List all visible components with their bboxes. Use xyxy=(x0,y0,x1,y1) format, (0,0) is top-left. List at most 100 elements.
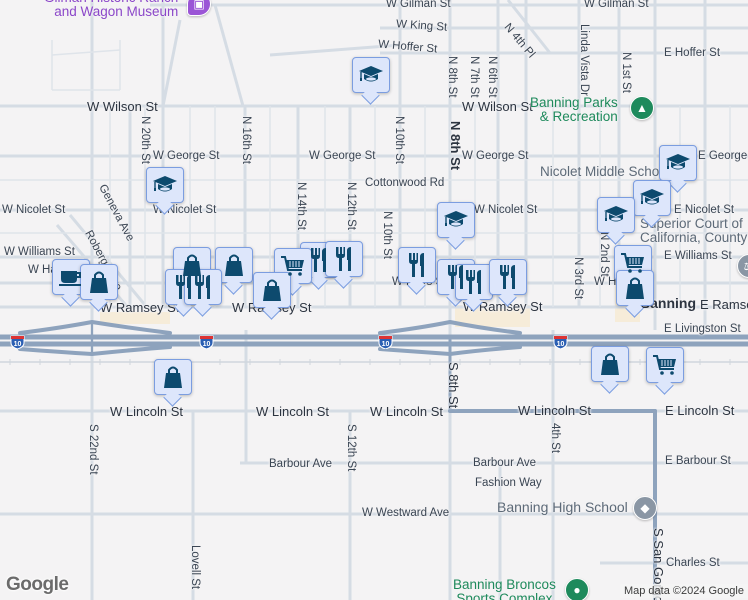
fork-knife-icon xyxy=(174,274,194,300)
graduation-cap-icon xyxy=(639,187,665,209)
street-label: S 22nd St xyxy=(87,424,99,475)
map-marker-school[interactable] xyxy=(633,180,671,216)
street-label: E George St xyxy=(698,150,748,162)
shopping-cart-icon xyxy=(620,252,646,274)
place-gilman-ranch-museum[interactable]: Gilman Historic Ranch and Wagon Museum xyxy=(44,0,179,20)
shopping-cart-icon xyxy=(280,255,306,277)
map-attribution[interactable]: Map data ©2024 Google xyxy=(619,584,748,598)
map-marker-shopping[interactable] xyxy=(253,272,291,308)
street-label: E Barbour St xyxy=(665,455,731,467)
street-label: W Gilman St xyxy=(386,0,451,10)
street-label: W George St xyxy=(309,150,376,162)
street-label: W Gilman St xyxy=(584,0,649,10)
shopping-cart-icon xyxy=(652,354,678,376)
street-label: W George St xyxy=(153,150,220,162)
map-marker-shopping[interactable] xyxy=(80,264,118,300)
street-label: E Hoffer St xyxy=(664,47,721,59)
map-marker-shopping[interactable] xyxy=(591,346,629,382)
svg-text:10: 10 xyxy=(382,341,390,348)
street-label: W Wilson St xyxy=(462,99,533,114)
place-banning-parks[interactable]: Banning Parks & Recreation xyxy=(530,95,618,125)
street-label: Barbour Ave xyxy=(269,458,333,470)
fork-knife-icon xyxy=(464,269,484,295)
interstate-10-shield-icon: 10 xyxy=(10,335,25,349)
street-label: Fashion Way xyxy=(475,477,542,489)
street-label: N 7th St xyxy=(468,56,480,98)
street-label: N 2nd St xyxy=(598,232,610,277)
interstate-10-shield-icon: 10 xyxy=(378,335,393,349)
street-label: E Lincoln St xyxy=(665,403,735,418)
map-marker-school[interactable] xyxy=(146,167,184,203)
street-label: N 1st St xyxy=(620,52,632,93)
street-label: N 3rd St xyxy=(572,257,584,300)
shopping-bag-icon xyxy=(223,253,245,277)
street-label: W Lincoln St xyxy=(110,404,183,419)
map-marker-school[interactable] xyxy=(597,197,635,233)
fork-knife-icon xyxy=(407,252,427,278)
street-label: E Ramsey St xyxy=(700,297,748,312)
place-banning-high-school[interactable]: Banning High School xyxy=(497,499,628,515)
svg-text:10: 10 xyxy=(14,341,22,348)
street-label: S 8th St xyxy=(446,362,461,409)
coffee-cup-icon xyxy=(58,266,84,288)
street-label: N 16th St xyxy=(240,116,252,164)
google-logo: Google xyxy=(6,574,69,595)
street-label: W Westward Ave xyxy=(362,507,450,519)
street-label: W George St xyxy=(462,150,529,162)
street-label: Cottonwood Rd xyxy=(365,177,445,189)
street-label: N 10th St xyxy=(381,211,393,259)
graduation-cap-icon xyxy=(603,204,629,226)
city-label: Banning xyxy=(640,295,696,311)
street-label: N 20th St xyxy=(139,116,151,164)
interstate-10-shield-icon: 10 xyxy=(553,335,568,349)
street-label: E Livingston St xyxy=(664,323,741,335)
street-label: W Williams St xyxy=(4,246,75,258)
park-tree-icon[interactable]: ▲ xyxy=(630,96,654,120)
map-marker-school[interactable] xyxy=(352,57,390,93)
place-banning-broncos-sports-complex[interactable]: Banning Broncos Sports Complex xyxy=(453,577,556,600)
shopping-bag-icon xyxy=(162,365,184,389)
street-label: W Lincoln St xyxy=(370,404,443,419)
street-label: N 8th St xyxy=(446,56,458,98)
street-label: W Wilson St xyxy=(87,99,158,114)
map-marker-grocery[interactable] xyxy=(646,347,684,383)
map-marker-shopping[interactable] xyxy=(616,270,654,306)
place-nicolet-middle-school[interactable]: Nicolet Middle School xyxy=(540,164,670,179)
graduation-cap-icon xyxy=(152,174,178,196)
street-label: N 12th St xyxy=(345,182,357,230)
shopping-bag-icon xyxy=(624,276,646,300)
svg-text:10: 10 xyxy=(557,341,565,348)
fork-knife-icon xyxy=(498,264,518,290)
school-icon[interactable]: ◆ xyxy=(633,496,657,520)
map-marker-school[interactable] xyxy=(437,202,475,238)
street-label: S 12th St xyxy=(345,424,357,472)
street-label: N 10th St xyxy=(393,116,405,164)
fork-knife-icon xyxy=(193,274,213,300)
fork-knife-icon xyxy=(446,264,466,290)
street-label: N 8th St xyxy=(448,121,463,171)
interstate-10-shield-icon: 10 xyxy=(199,335,214,349)
street-label: Barbour Ave xyxy=(473,457,537,469)
street-label: N 6th St xyxy=(486,56,498,98)
map-marker-school[interactable] xyxy=(659,145,697,181)
map-marker-restaurant[interactable] xyxy=(398,247,436,283)
fork-knife-icon xyxy=(309,247,329,273)
place-superior-court[interactable]: Superior Court of California, County of xyxy=(640,216,748,246)
svg-text:10: 10 xyxy=(203,341,211,348)
map-marker-restaurant[interactable] xyxy=(489,259,527,295)
map-marker-restaurant[interactable] xyxy=(325,241,363,277)
street-label: N 14th St xyxy=(295,182,307,230)
sports-complex-icon[interactable]: ● xyxy=(565,578,589,600)
map-marker-shopping[interactable] xyxy=(154,359,192,395)
street-label: W Nicolet St xyxy=(153,204,217,216)
street-label: Charles St xyxy=(666,557,720,569)
street-label: Linda Vista Dr xyxy=(578,24,590,97)
street-label: W Nicolet St xyxy=(2,204,66,216)
shopping-bag-icon xyxy=(261,278,283,302)
shopping-bag-icon xyxy=(88,270,110,294)
street-label: W Ramsey St xyxy=(100,300,180,315)
street-label: W Lincoln St xyxy=(256,404,329,419)
street-label: 4th St xyxy=(549,423,561,454)
street-label: Lovell St xyxy=(189,545,201,590)
